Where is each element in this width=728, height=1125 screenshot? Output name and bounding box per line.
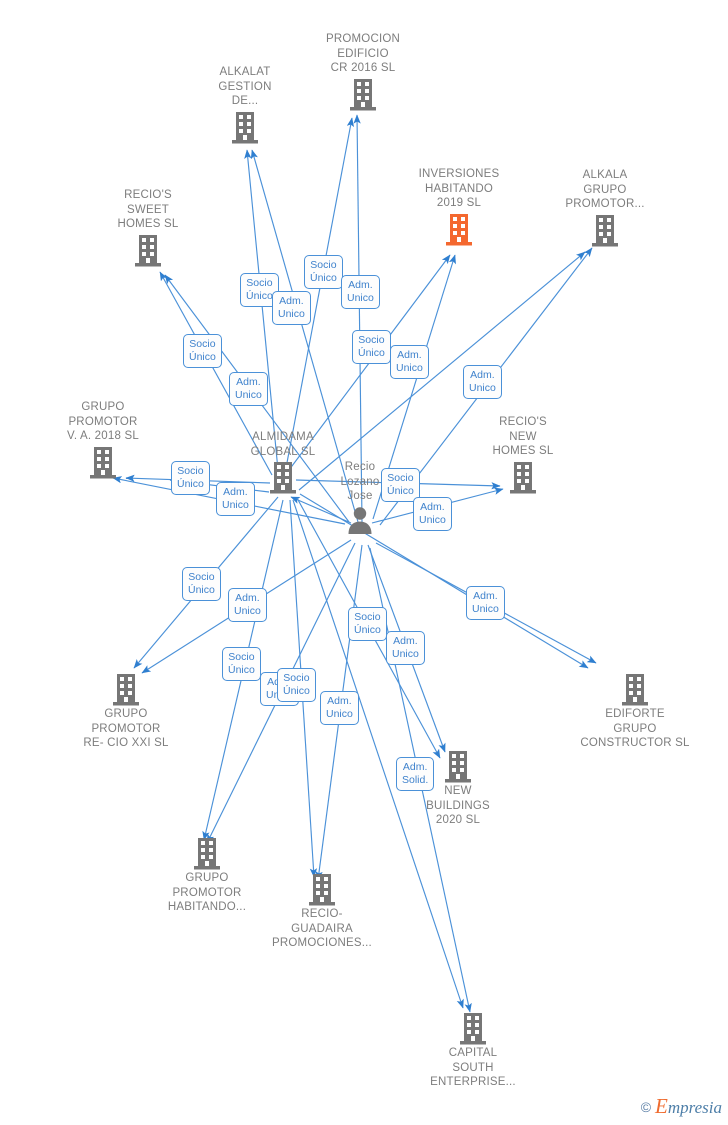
building-icon	[23, 445, 183, 479]
node-label: Recio Lozano Jose	[340, 461, 380, 502]
node-almidama-global[interactable]: ALMIDAMA GLOBAL SL	[203, 430, 363, 495]
node-alkala-grupo-promotor[interactable]: ALKALA GRUPO PROMOTOR...	[525, 168, 685, 248]
building-icon	[68, 233, 228, 267]
building-icon	[203, 460, 363, 494]
building-icon	[283, 77, 443, 111]
building-icon	[443, 460, 603, 494]
edge-label-socio-unico[interactable]: Socio Único	[277, 668, 316, 702]
edge-label-socio-unico[interactable]: Socio Único	[348, 607, 387, 641]
node-label: GRUPO PROMOTOR RE- CIO XXI SL	[83, 708, 169, 749]
building-icon	[127, 836, 287, 870]
edge-label-adm-unico[interactable]: Adm. Unico	[228, 588, 267, 622]
node-label: RECIO- GUADAIRA PROMOCIONES...	[272, 908, 372, 949]
node-recios-new-homes[interactable]: RECIO'S NEW HOMES SL	[443, 415, 603, 495]
empresia-logo: Empresia	[655, 1094, 722, 1119]
node-inversiones-habitando-2019[interactable]: INVERSIONES HABITANDO 2019 SL	[379, 167, 539, 247]
edge-label-socio-unico[interactable]: Socio Único	[183, 334, 222, 368]
edge-label-socio-unico[interactable]: Socio Único	[222, 647, 261, 681]
node-label: ALKALAT GESTION DE...	[218, 66, 272, 107]
person-icon	[321, 505, 399, 535]
node-recios-sweet-homes[interactable]: RECIO'S SWEET HOMES SL	[68, 188, 228, 268]
watermark: © Empresia	[641, 1094, 722, 1119]
edge-label-adm-unico[interactable]: Adm. Unico	[466, 586, 505, 620]
node-label: ALKALA GRUPO PROMOTOR...	[565, 169, 645, 210]
edge-label-adm-unico[interactable]: Adm. Unico	[320, 691, 359, 725]
building-icon	[242, 872, 402, 906]
node-label: RECIO'S SWEET HOMES SL	[117, 189, 179, 230]
node-label: EDIFORTE GRUPO CONSTRUCTOR SL	[580, 708, 690, 749]
node-label: ALMIDAMA GLOBAL SL	[250, 431, 316, 458]
building-icon	[46, 672, 206, 706]
building-icon	[378, 749, 538, 783]
edge-label-adm-unico[interactable]: Adm. Unico	[386, 631, 425, 665]
building-icon	[393, 1011, 553, 1045]
building-icon-highlighted	[379, 212, 539, 246]
node-recio-guadaira-promociones[interactable]: RECIO- GUADAIRA PROMOCIONES...	[242, 871, 402, 951]
edge-label-socio-unico[interactable]: Socio Único	[171, 461, 210, 495]
copyright-symbol: ©	[640, 1098, 652, 1115]
edge-label-adm-unico[interactable]: Adm. Unico	[229, 372, 268, 406]
edge-label-socio-unico[interactable]: Socio Único	[352, 330, 391, 364]
edge-label-adm-unico[interactable]: Adm. Unico	[216, 482, 255, 516]
edge-label-adm-unico[interactable]: Adm. Unico	[463, 365, 502, 399]
building-icon	[165, 110, 325, 144]
node-label: PROMOCION EDIFICIO CR 2016 SL	[326, 33, 400, 74]
edge-label-adm-solid[interactable]: Adm. Solid.	[396, 757, 435, 791]
empresia-logo-initial: E	[655, 1094, 668, 1118]
node-grupo-promotor-va-2018[interactable]: GRUPO PROMOTOR V. A. 2018 SL	[23, 400, 183, 480]
node-promocion-edificio[interactable]: PROMOCION EDIFICIO CR 2016 SL	[283, 32, 443, 112]
node-label: RECIO'S NEW HOMES SL	[492, 416, 554, 457]
edge-label-adm-unico[interactable]: Adm. Unico	[341, 275, 380, 309]
node-alkalat-gestion[interactable]: ALKALAT GESTION DE...	[165, 65, 325, 145]
empresia-logo-text: mpresia	[667, 1098, 722, 1117]
edge-label-adm-unico[interactable]: Adm. Unico	[413, 497, 452, 531]
node-ediforte-grupo-constructor[interactable]: EDIFORTE GRUPO CONSTRUCTOR SL	[555, 671, 715, 751]
building-icon	[555, 672, 715, 706]
node-new-buildings-2020[interactable]: NEW BUILDINGS 2020 SL	[378, 748, 538, 828]
node-label: GRUPO PROMOTOR HABITANDO...	[167, 872, 247, 913]
node-label: CAPITAL SOUTH ENTERPRISE...	[430, 1047, 516, 1088]
node-recio-lozano-jose[interactable]: Recio Lozano Jose	[321, 460, 399, 536]
node-grupo-promotor-habitando[interactable]: GRUPO PROMOTOR HABITANDO...	[127, 835, 287, 915]
node-label: INVERSIONES HABITANDO 2019 SL	[418, 168, 500, 209]
edge-label-socio-unico[interactable]: Socio Único	[182, 567, 221, 601]
building-icon	[525, 213, 685, 247]
edge-label-adm-unico[interactable]: Adm. Unico	[272, 291, 311, 325]
node-capital-south-enterprise[interactable]: CAPITAL SOUTH ENTERPRISE...	[393, 1010, 553, 1090]
edge-label-socio-unico[interactable]: Socio Único	[381, 468, 420, 502]
node-label: NEW BUILDINGS 2020 SL	[426, 785, 490, 826]
node-grupo-promotor-recio-xxi[interactable]: GRUPO PROMOTOR RE- CIO XXI SL	[46, 671, 206, 751]
edge-label-adm-unico[interactable]: Adm. Unico	[390, 345, 429, 379]
edge-label-socio-unico[interactable]: Socio Único	[304, 255, 343, 289]
node-label: GRUPO PROMOTOR V. A. 2018 SL	[67, 401, 139, 442]
